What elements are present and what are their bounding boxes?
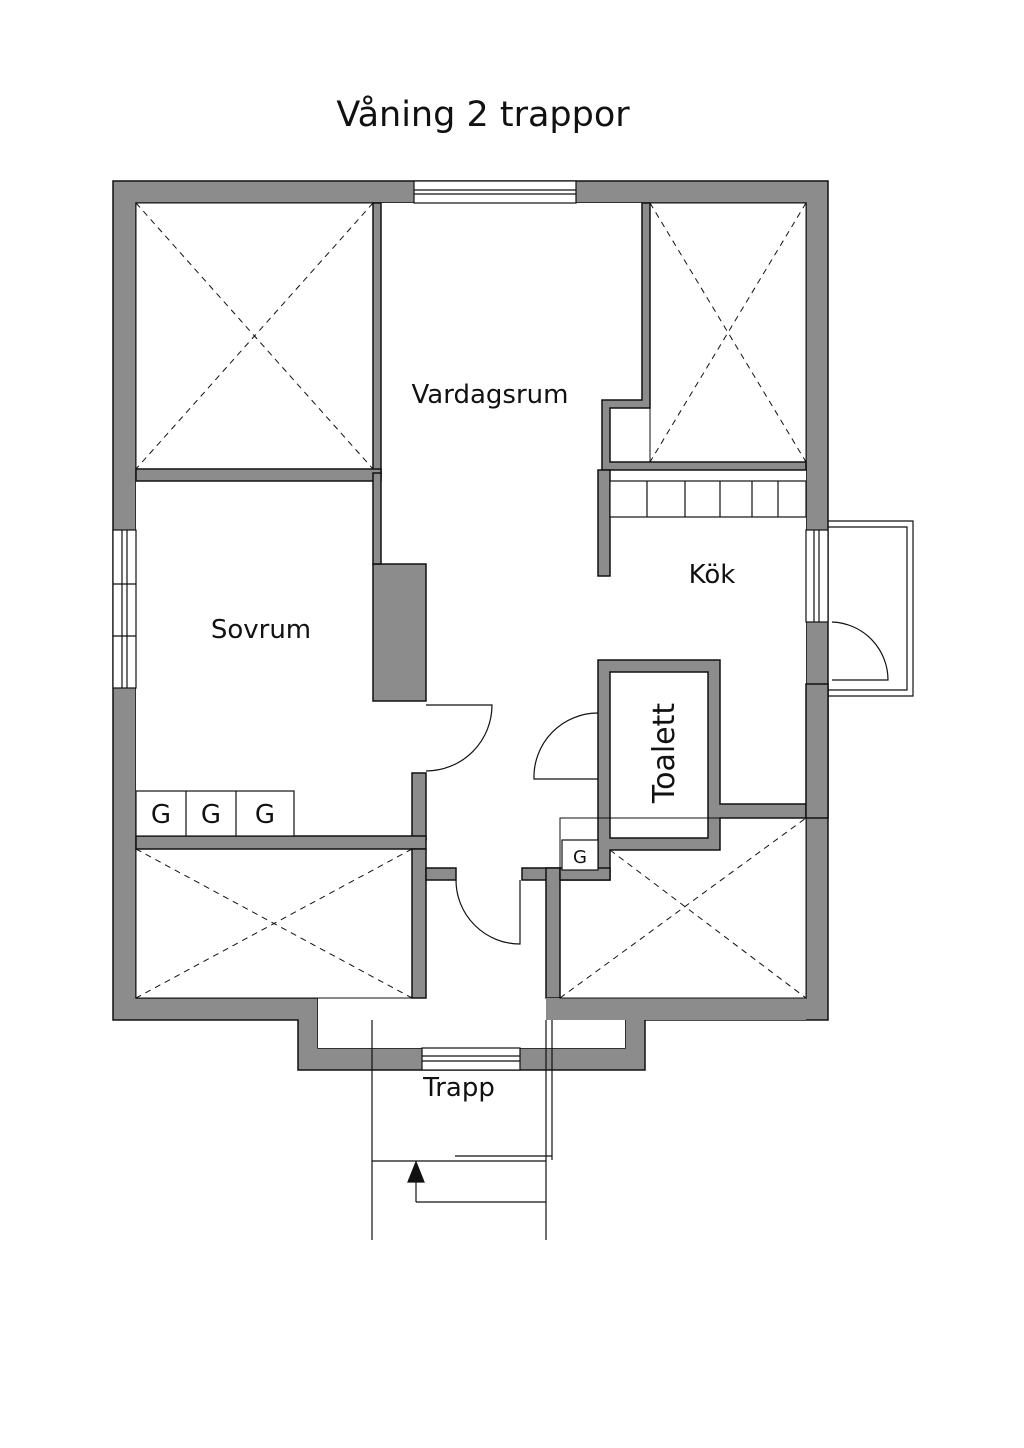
room-label-vardagsrum: Vardagsrum bbox=[412, 380, 569, 410]
closet-crosses bbox=[135, 202, 807, 999]
wardrobe-mark-1: G bbox=[151, 800, 171, 830]
doors bbox=[425, 621, 889, 945]
room-label-sovrum: Sovrum bbox=[211, 615, 311, 645]
room-label-toalett: Toalett bbox=[647, 703, 682, 805]
stairs bbox=[371, 1020, 553, 1240]
interior-walls bbox=[135, 202, 829, 1020]
kitchen-counter bbox=[609, 480, 807, 518]
room-label-trapp: Trapp bbox=[422, 1073, 495, 1103]
windows bbox=[112, 180, 829, 1071]
wardrobe-mark-3: G bbox=[255, 800, 275, 830]
wardrobe-mark-2: G bbox=[201, 800, 221, 830]
wardrobes bbox=[135, 790, 599, 871]
balcony bbox=[828, 520, 914, 697]
storage-mark: G bbox=[573, 847, 587, 868]
room-label-kok: Kök bbox=[689, 560, 736, 590]
floor-title: Våning 2 trappor bbox=[336, 95, 630, 135]
